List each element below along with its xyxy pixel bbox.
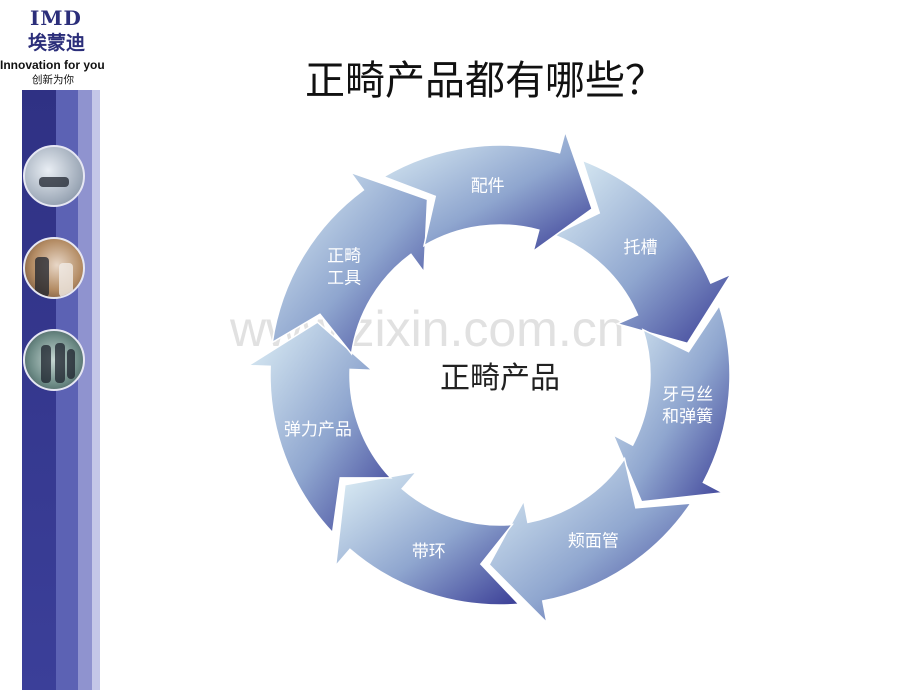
cycle-arrow-segment — [245, 321, 393, 535]
cycle-segment-label: 配件 — [471, 176, 505, 196]
cycle-segment-label: 正畸工具 — [327, 246, 361, 288]
slide-title: 正畸产品都有哪些？ — [305, 58, 665, 104]
cycle-arrow-segment — [611, 303, 731, 503]
cycle-arrow-segment — [381, 129, 594, 254]
cycle-segment-label: 托槽 — [624, 238, 658, 258]
diagram-center-label: 正畸产品 — [440, 361, 560, 396]
cycle-segment-label-line: 正畸 — [327, 246, 361, 266]
cycle-segment-label-line: 颊面管 — [568, 531, 619, 551]
side-bar-lightest — [92, 90, 100, 690]
cycle-arrow-segment — [551, 159, 733, 345]
cycle-segment-label: 带环 — [412, 542, 446, 562]
photo-office-icon — [23, 145, 85, 207]
cycle-segment-label-line: 工具 — [327, 268, 361, 288]
logo-slogan: Innovation for you — [0, 58, 105, 72]
logo-slogan-cn: 创新为你 — [32, 74, 74, 86]
cycle-arrow-segment — [271, 170, 429, 356]
company-logo: IMD 埃蒙迪 Innovation for you 创新为你 — [0, 0, 130, 90]
photo-walking-people-icon — [23, 329, 85, 391]
side-bar-light — [78, 90, 92, 690]
cycle-segment-label-line: 配件 — [471, 176, 505, 196]
cycle-arrow-segment — [334, 470, 521, 606]
logo-brand: IMD — [30, 6, 82, 30]
cycle-arrow-segment — [488, 456, 693, 625]
photo-businesspeople-icon — [23, 237, 85, 299]
cycle-segment-label-line: 牙弓丝 — [662, 385, 713, 405]
cycle-segment-label-line: 和弹簧 — [662, 407, 713, 427]
logo-brand-cn: 埃蒙迪 — [28, 32, 86, 54]
cycle-segment-label: 颊面管 — [568, 531, 619, 551]
cycle-segment-label-line: 带环 — [412, 542, 446, 562]
cycle-segment-label: 牙弓丝和弹簧 — [662, 385, 713, 427]
cycle-segment-label: 弹力产品 — [284, 420, 352, 440]
cycle-segment-label-line: 托槽 — [624, 238, 658, 258]
cycle-segment-label-line: 弹力产品 — [284, 420, 352, 440]
